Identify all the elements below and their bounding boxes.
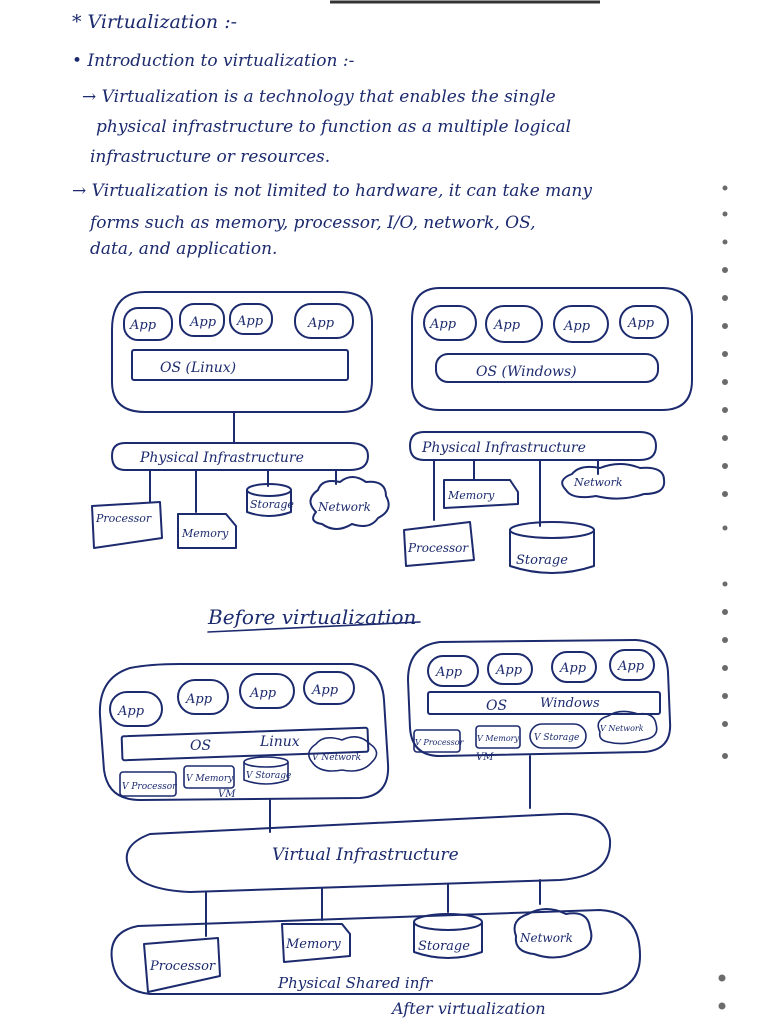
binding-holes (718, 185, 728, 1010)
paragraph2-line2: forms such as memory, processor, I/O, ne… (88, 213, 536, 233)
after-windows-app-1: App (435, 665, 463, 680)
before-windows-app-2: App (493, 318, 521, 333)
after-linux-label: Linux (259, 734, 300, 750)
before-left-memory: Memory (181, 527, 229, 540)
before-left-storage: Storage (250, 498, 294, 511)
phys-storage: Storage (418, 939, 470, 954)
after-linux-app-4: App (311, 683, 339, 698)
phys-network: Network (519, 931, 573, 945)
before-right-infra-label: Physical Infrastructure (421, 440, 586, 456)
paragraph1-line2: physical infrastructure to function as a… (96, 117, 571, 137)
after-windows-app-3: App (559, 661, 587, 676)
before-windows-app-1: App (429, 317, 457, 332)
before-windows-os: OS (Windows) (476, 364, 577, 380)
after-caption: After virtualization (390, 999, 546, 1018)
before-linux-app-3: App (236, 314, 264, 329)
after-linux-vstorage: V Storage (246, 771, 291, 781)
title: * Virtualization :- (72, 11, 237, 33)
phys-shared-label: Physical Shared infr (277, 974, 433, 992)
before-windows-machine: App App App App OS (Windows) (411, 287, 693, 411)
before-right-network: Network (573, 476, 623, 489)
after-windows-vm-label: VM (476, 752, 494, 763)
paragraph1-line3: infrastructure or resources. (90, 147, 330, 167)
before-windows-app-3: App (563, 319, 591, 334)
paragraph2-line3: data, and application. (90, 239, 277, 259)
before-left-processor: Processor (95, 512, 152, 525)
before-right-memory: Memory (447, 489, 495, 502)
virtual-infrastructure: Virtual Infrastructure (125, 812, 612, 937)
before-right-processor: Processor (407, 541, 469, 555)
after-linux-os: OS (190, 738, 211, 754)
after-linux-vm: App App App App OS Linux V Processor V M… (98, 663, 390, 801)
before-right-storage: Storage (516, 553, 568, 568)
before-caption: Before virtualization (207, 605, 416, 629)
after-linux-vnetwork: V Network (312, 753, 361, 763)
after-windows-vprocessor: V Processor (415, 738, 465, 747)
after-windows-label: Windows (540, 696, 600, 711)
after-linux-vmemory: V Memory (186, 774, 234, 784)
before-linux-app-1: App (129, 318, 157, 333)
after-linux-app-3: App (249, 686, 277, 701)
intro-heading: • Introduction to virtualization :- (72, 51, 355, 71)
before-caption-underline (207, 621, 421, 633)
before-right-infrastructure: Physical Infrastructure Memory Network P… (403, 431, 666, 574)
after-windows-vmemory: V Memory (477, 734, 519, 743)
before-linux-os: OS (Linux) (160, 360, 236, 376)
after-windows-vnetwork: V Network (600, 724, 644, 733)
before-linux-machine: App App App App OS (Linux) (111, 291, 373, 443)
before-left-network: Network (317, 500, 371, 514)
after-windows-app-4: App (617, 659, 645, 674)
after-linux-vprocessor: V Processor (122, 782, 177, 792)
physical-shared-infrastructure: Processor Memory Storage Network Physica… (110, 908, 641, 995)
before-left-infrastructure: Physical Infrastructure Processor Memory… (91, 442, 390, 549)
after-linux-vm-label: VM (218, 789, 236, 800)
phys-processor: Processor (149, 959, 216, 974)
after-windows-app-2: App (495, 663, 523, 678)
after-windows-vstorage: V Storage (534, 733, 579, 743)
virtual-infra-label: Virtual Infrastructure (272, 845, 459, 865)
paragraph2-line1: → Virtualization is not limited to hardw… (72, 181, 592, 201)
after-linux-app-1: App (117, 704, 145, 719)
paragraph1-line1: → Virtualization is a technology that en… (82, 87, 556, 107)
after-windows-vm: App App App App OS Windows V Processor V… (407, 639, 672, 763)
after-windows-os: OS (486, 698, 507, 714)
before-windows-app-4: App (627, 316, 655, 331)
before-linux-app-4: App (307, 316, 335, 331)
after-linux-app-2: App (185, 692, 213, 707)
phys-memory: Memory (285, 937, 341, 952)
before-linux-app-2: App (189, 315, 217, 330)
before-left-infra-label: Physical Infrastructure (139, 450, 304, 466)
